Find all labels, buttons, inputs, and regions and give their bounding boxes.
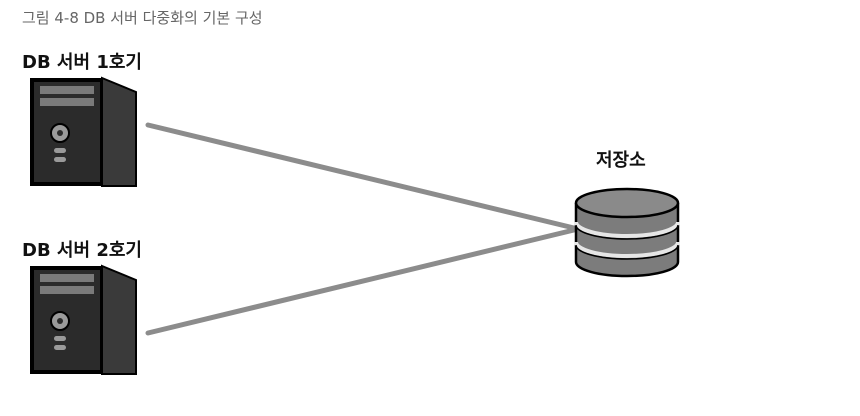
- database-cylinder-icon: [574, 187, 680, 278]
- server-tower-icon: [30, 76, 137, 187]
- figure-caption: 그림 4-8 DB 서버 다중화의 기본 구성: [22, 9, 263, 27]
- db-server-2-label: DB 서버 2호기: [22, 240, 142, 261]
- connector-db2-storage: [145, 227, 577, 336]
- server-tower-icon: [30, 264, 137, 375]
- connector-db1-storage: [145, 122, 577, 231]
- storage-label: 저장소: [596, 150, 646, 171]
- db-server-1-label: DB 서버 1호기: [22, 52, 142, 73]
